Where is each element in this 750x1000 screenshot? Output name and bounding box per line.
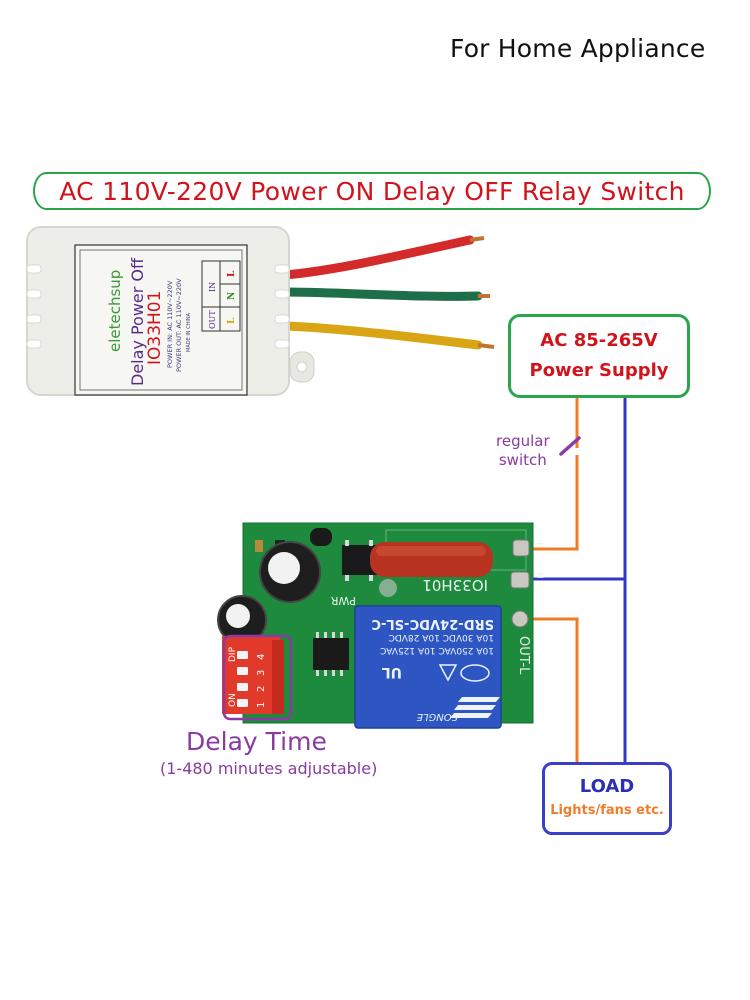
red-wire-tip	[469, 236, 485, 242]
dip-pos-4: 4	[256, 654, 267, 660]
terminal-out-label: OUT	[208, 310, 217, 329]
relay: SRD-24VDC-SL-C 10A 30VDC 10A 28VDC 10A 2…	[354, 605, 502, 729]
switch-label-line1: regular	[496, 432, 550, 450]
product-banner: AC 110V-220V Power ON Delay OFF Relay Sw…	[33, 172, 711, 210]
pcb-terminal-n: N	[534, 572, 544, 579]
module-name: Delay Power Off	[128, 257, 147, 386]
module-origin: MADE IN CHINA	[186, 312, 192, 352]
pcb-model-silk: IO33H01	[422, 576, 488, 594]
terminal-in-n: N	[227, 292, 237, 300]
switch-label: regular switch	[496, 432, 550, 470]
ic-chip	[313, 638, 349, 670]
green-wire	[280, 287, 483, 301]
ul-logo: UL	[382, 664, 402, 680]
dip-slider-3	[237, 667, 248, 675]
relay-brand: SONGLE	[416, 711, 458, 722]
terminal-in-l: L	[227, 270, 237, 277]
cert-triangle	[438, 664, 458, 682]
terminal-out-l	[511, 610, 529, 628]
pcb-terminal-l: L	[534, 542, 544, 547]
switch-label-line2: switch	[498, 451, 547, 469]
switch-lever	[559, 436, 581, 456]
delay-time-title: Delay Time	[186, 727, 327, 756]
power-supply-box: AC 85-265V Power Supply	[508, 314, 690, 398]
relay-pcb: IO33H01 PWR L N OUT-L	[217, 522, 544, 729]
yellow-wire	[280, 321, 483, 350]
module-label	[74, 244, 248, 396]
pcb-terminal-out-l: OUT-L	[516, 636, 531, 675]
power-supply-voltage: AC 85-265V	[540, 330, 658, 351]
terminal-in-label: IN	[208, 282, 217, 292]
load-subtitle: Lights/fans etc.	[550, 802, 664, 818]
cqc-logo	[460, 664, 490, 682]
pcb-pwr-silk: PWR	[330, 594, 356, 607]
dip-slider-4	[237, 651, 248, 659]
terminal-l	[512, 539, 530, 557]
module-power-out: POWER OUT: AC 110V~220V	[175, 278, 183, 372]
terminal-table: IN OUT L N L	[201, 260, 241, 332]
power-supply-label: Power Supply	[529, 360, 669, 381]
live-wire-to-pcb	[525, 455, 579, 551]
module-power-in: POWER IN: AC 110V~220V	[166, 280, 174, 368]
load-box: LOAD Lights/fans etc.	[542, 762, 672, 835]
dip-label: DIP	[228, 646, 238, 662]
relay-model: SRD-24VDC-SL-C	[371, 616, 494, 631]
wiring	[525, 397, 627, 764]
dip-highlight	[222, 634, 293, 721]
dip-slider-2	[237, 683, 248, 691]
dip-pos-2: 2	[256, 686, 267, 692]
delay-module: eletechsup Delay Power Off IO33H01 POWER…	[26, 226, 495, 396]
yellow-wire-tip	[477, 343, 495, 349]
module-brand: eletechsup	[106, 270, 124, 352]
page-title: For Home Appliance	[450, 34, 706, 63]
pcb-terminals	[510, 539, 530, 628]
module-model: IO33H01	[145, 291, 165, 365]
terminal-n	[510, 571, 530, 589]
dip-pos-3: 3	[256, 670, 267, 676]
dip-pos-1: 1	[256, 702, 267, 708]
relay-rating-dc: 10A 30VDC 10A 28VDC	[389, 632, 494, 642]
terminal-out-l: L	[227, 317, 237, 324]
load-title: LOAD	[579, 775, 635, 797]
banner-text: AC 110V-220V Power ON Delay OFF Relay Sw…	[59, 176, 685, 206]
dip-on-label: ON	[228, 693, 238, 707]
red-wire	[280, 235, 475, 280]
out-l-wire	[525, 617, 579, 764]
dip-slider-1	[237, 699, 248, 707]
dip-switch[interactable]: DIP ON 1 2 3 4	[222, 636, 284, 714]
delay-time-range: (1-480 minutes adjustable)	[160, 759, 378, 778]
relay-rating-ac: 10A 250VAC 10A 125VAC	[380, 645, 494, 655]
